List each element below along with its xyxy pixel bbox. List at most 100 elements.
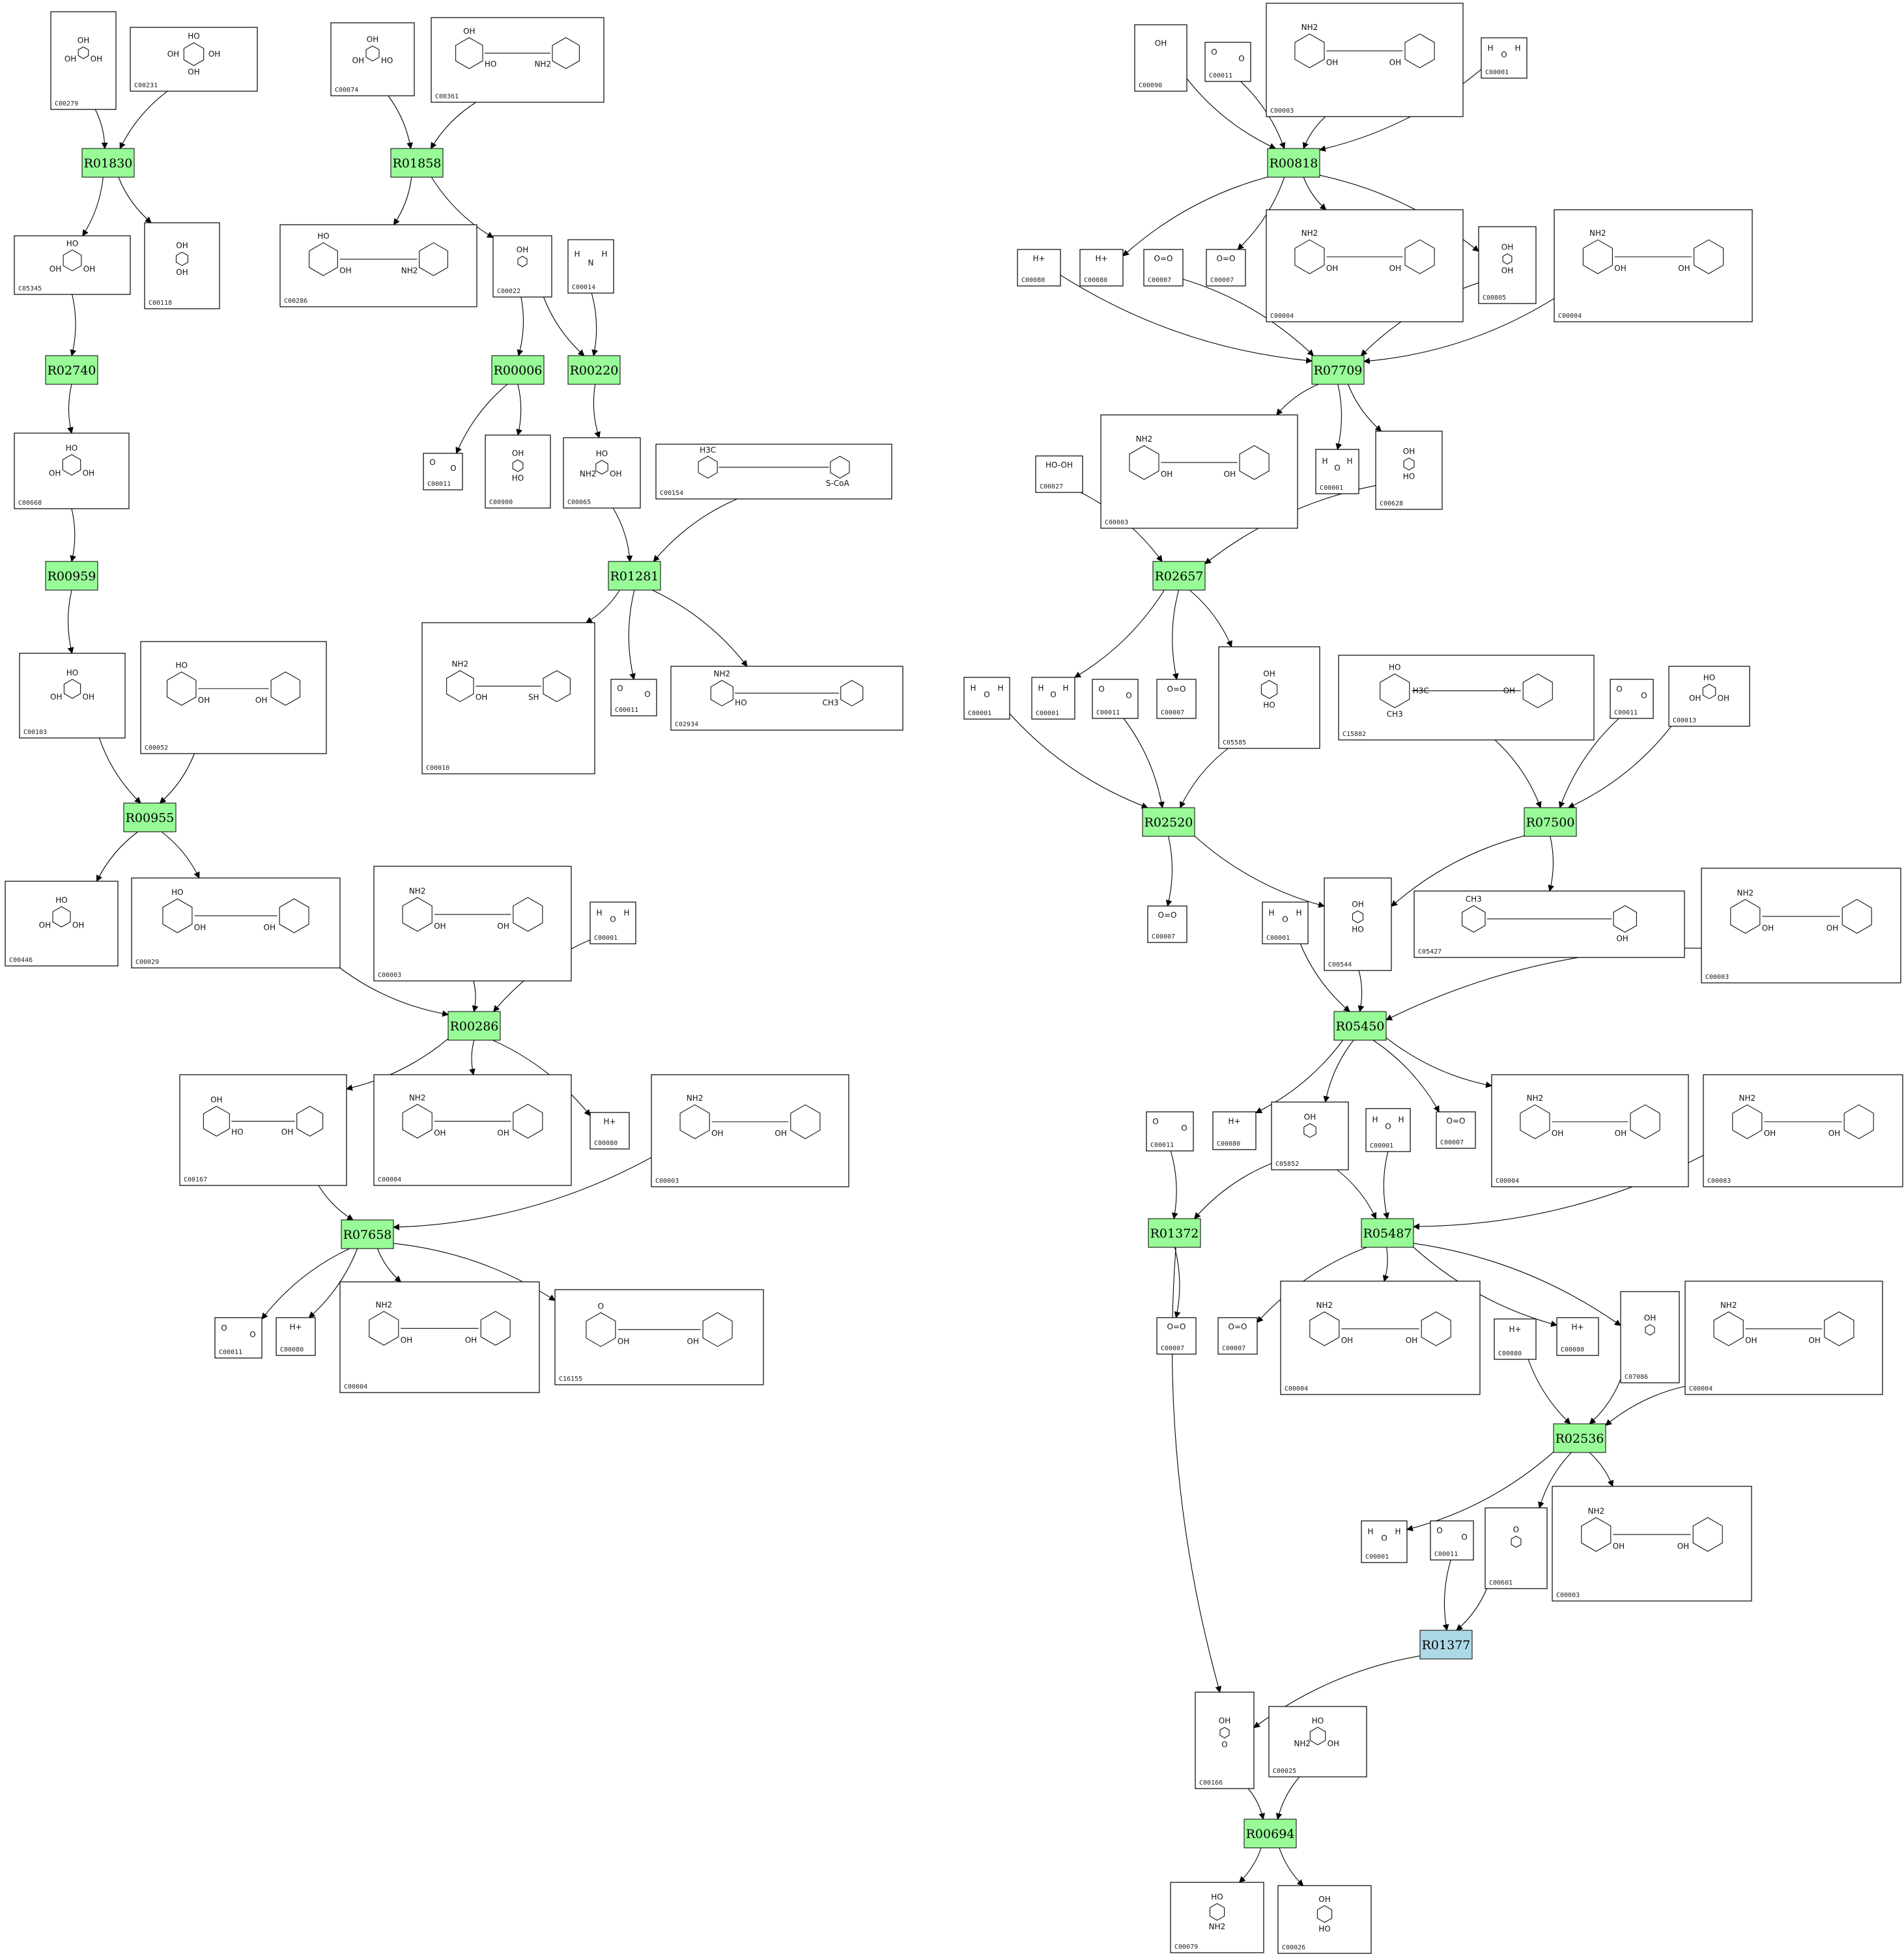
reaction-node-r02520[interactable]: R02520 [1142, 807, 1195, 837]
compound-node-c00080[interactable]: H+C00080 [1212, 1111, 1257, 1150]
reaction-node-r01858[interactable]: R01858 [390, 148, 444, 178]
reaction-node-r00955[interactable]: R00955 [123, 802, 177, 832]
reaction-node-r05487[interactable]: R05487 [1361, 1218, 1414, 1248]
reaction-node-r07709[interactable]: R07709 [1311, 355, 1365, 385]
reaction-node-r00006[interactable]: R00006 [491, 355, 545, 385]
compound-node-c00080[interactable]: H+C00080 [1494, 1318, 1537, 1360]
reaction-node-r00959[interactable]: R00959 [45, 561, 98, 591]
compound-node-c00080[interactable]: H+C00080 [1556, 1317, 1599, 1356]
reaction-node-r00818[interactable]: R00818 [1267, 148, 1320, 178]
reaction-node-r05450[interactable]: R05450 [1333, 1011, 1387, 1041]
reaction-node-r02536[interactable]: R02536 [1553, 1423, 1606, 1453]
reaction-node-r01372[interactable]: R01372 [1148, 1218, 1201, 1248]
compound-node-c00080[interactable]: H+C00080 [276, 1317, 316, 1356]
reaction-node-r01830[interactable]: R01830 [81, 148, 135, 178]
reaction-node-r02657[interactable]: R02657 [1152, 561, 1206, 591]
compound-node-c00080[interactable]: H+C00080 [1017, 249, 1061, 287]
compound-node-c00080[interactable]: H+C00080 [1079, 249, 1124, 287]
reaction-node-r02740[interactable]: R02740 [45, 355, 98, 385]
compound-node-c00080[interactable]: H+C00080 [590, 1112, 630, 1150]
reaction-node-r00286[interactable]: R00286 [448, 1011, 501, 1041]
reaction-node-r00220[interactable]: R00220 [567, 355, 621, 385]
reaction-node-r07500[interactable]: R07500 [1524, 807, 1577, 837]
reaction-node-r01377[interactable]: R01377 [1419, 1630, 1473, 1660]
reaction-node-r00694[interactable]: R00694 [1243, 1819, 1297, 1848]
reaction-node-r07658[interactable]: R07658 [341, 1219, 394, 1249]
